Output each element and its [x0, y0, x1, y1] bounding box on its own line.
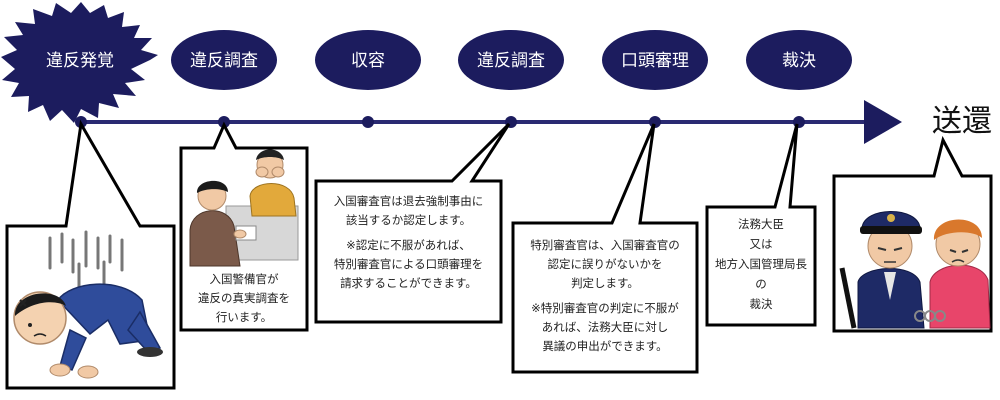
special-note-2: 異議の申出ができます。	[542, 339, 668, 353]
decision-line-0: 法務大臣	[738, 217, 784, 231]
special-main-0: 特別審査官は、入国審査官の	[530, 238, 680, 252]
stage-oval-5	[746, 30, 852, 90]
special-main-2: 判定します。	[571, 276, 639, 290]
callout-decision-text: 法務大臣 又は 地方入国管理局長 の 裁決	[707, 214, 815, 314]
deportation-illustration	[839, 211, 991, 329]
callout-examiner-text: 入国審査官は退去強制事由に 該当するか認定します。 ※認定に不服があれば、 特別…	[316, 192, 501, 293]
decision-line-1: 又は	[749, 237, 773, 251]
stage-oval-2	[315, 30, 421, 90]
special-main-1: 認定に誤りがないかを	[547, 257, 663, 271]
examiner-main-0: 入国審査官は退去強制事由に	[333, 194, 484, 208]
decision-line-3: の	[755, 277, 767, 291]
decision-line-4: 裁決	[749, 297, 773, 311]
special-note-0: ※特別審査官の判定に不服が	[531, 301, 679, 315]
kneeling-person-illustration	[13, 230, 163, 379]
examiner-note-0: ※認定に不服があれば、	[346, 238, 471, 252]
timeline-dot-5	[793, 116, 805, 128]
stage-label-5: 裁決	[782, 51, 816, 71]
examiner-note-1: 特別審査官による口頭審理を	[333, 257, 484, 271]
end-label: 送還	[932, 104, 992, 139]
timeline-arrowhead	[864, 100, 902, 144]
callout-special-examiner-text: 特別審査官は、入国審査官の 認定に誤りがないかを 判定します。 ※特別審査官の判…	[513, 236, 697, 356]
investigation-line-1: 違反の真実調査を	[198, 291, 290, 305]
stage-label-1: 違反調査	[190, 51, 258, 71]
stage-label-2: 収容	[351, 51, 385, 71]
examiner-main-1: 該当するか認定します。	[345, 213, 472, 227]
stage-burst-shape	[1, 2, 158, 123]
callout-investigation-text: 入国警備官が 違反の真実調査を 行います。	[181, 270, 307, 327]
stage-label-0: 違反発覚	[46, 51, 114, 71]
stage-oval-1	[171, 30, 277, 90]
decision-line-2: 地方入国管理局長	[715, 257, 807, 271]
investigation-line-0: 入国警備官が	[209, 272, 279, 286]
stage-oval-3	[458, 30, 564, 90]
examiner-note-2: 請求することができます。	[340, 276, 477, 290]
stage-label-4: 口頭審理	[621, 51, 689, 71]
callout-special-examiner	[511, 123, 699, 374]
special-note-1: あれば、法務大臣に対し	[541, 320, 669, 334]
callout-examiner	[314, 122, 511, 324]
callout-decision	[705, 123, 817, 327]
stage-label-3: 違反調査	[477, 51, 545, 71]
investigation-line-2: 行います。	[215, 310, 273, 324]
interview-illustration	[189, 149, 299, 267]
stage-oval-4	[602, 30, 708, 90]
timeline-dot-2	[362, 116, 374, 128]
